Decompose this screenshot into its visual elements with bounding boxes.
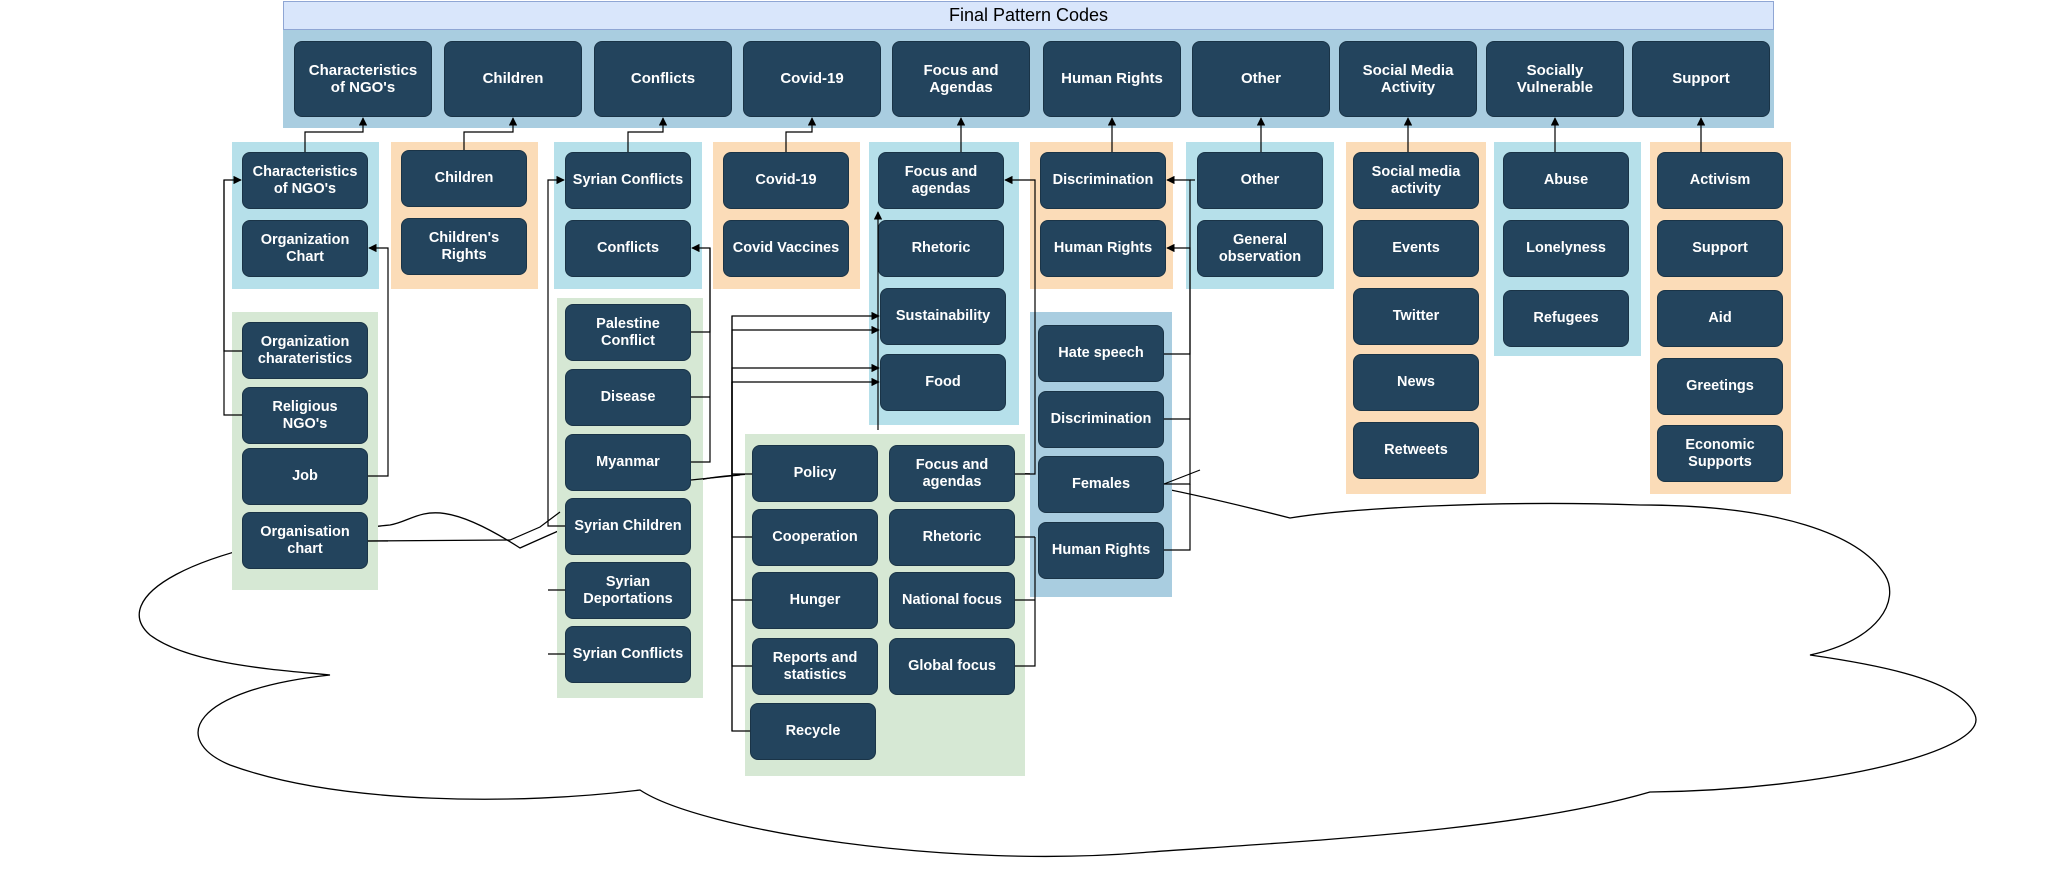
- initial-code-node: Organization charateristics: [242, 322, 368, 379]
- category-characteristics: Characteristics of NGO's: [294, 41, 432, 117]
- initial-code-node: Rhetoric: [889, 509, 1015, 566]
- subcode-node: Greetings: [1657, 358, 1783, 415]
- initial-code-node: Syrian Children: [565, 498, 691, 555]
- subcode-node: Lonelyness: [1503, 220, 1629, 277]
- initial-code-node: Job: [242, 448, 368, 505]
- initial-code-node: Females: [1038, 456, 1164, 513]
- initial-code-node: Recycle: [750, 703, 876, 760]
- subcode-node: Retweets: [1353, 422, 1479, 479]
- subcode-node: Food: [880, 354, 1006, 411]
- category-other: Other: [1192, 41, 1330, 117]
- initial-code-node: Policy: [752, 445, 878, 502]
- category-support: Support: [1632, 41, 1770, 117]
- initial-code-node: Global focus: [889, 638, 1015, 695]
- initial-code-node: Syrian Conflicts: [565, 626, 691, 683]
- initial-code-node: Cooperation: [752, 509, 878, 566]
- subcode-node: Children's Rights: [401, 218, 527, 275]
- subcode-node: News: [1353, 354, 1479, 411]
- initial-code-node: Discrimination: [1038, 391, 1164, 448]
- subcode-node: Covid-19: [723, 152, 849, 209]
- initial-code-node: Hate speech: [1038, 325, 1164, 382]
- subcode-node: Sustainability: [880, 288, 1006, 345]
- subcode-node: Conflicts: [565, 220, 691, 277]
- subcode-node: Aid: [1657, 290, 1783, 347]
- subcode-node: Events: [1353, 220, 1479, 277]
- category-socially-vulnerable: Socially Vulnerable: [1486, 41, 1624, 117]
- subcode-node: Abuse: [1503, 152, 1629, 209]
- subcode-node: Twitter: [1353, 288, 1479, 345]
- category-focus: Focus and Agendas: [892, 41, 1030, 117]
- subcode-node: Syrian Conflicts: [565, 152, 691, 209]
- initial-code-node: Focus and agendas: [889, 445, 1015, 502]
- subcode-node: Human Rights: [1040, 220, 1166, 277]
- category-human-rights: Human Rights: [1043, 41, 1181, 117]
- diagram-title: Final Pattern Codes: [283, 1, 1774, 30]
- category-conflicts: Conflicts: [594, 41, 732, 117]
- initial-code-node: National focus: [889, 572, 1015, 629]
- subcode-node: Discrimination: [1040, 152, 1166, 209]
- initial-code-node: Reports and statistics: [752, 638, 878, 695]
- subcode-node: General observation: [1197, 220, 1323, 277]
- subcode-node: Social media activity: [1353, 152, 1479, 209]
- subcode-node: Support: [1657, 220, 1783, 277]
- subcode-node: Focus and agendas: [878, 152, 1004, 209]
- initial-code-node: Syrian Deportations: [565, 562, 691, 619]
- subcode-node: Refugees: [1503, 290, 1629, 347]
- subcode-node: Organization Chart: [242, 220, 368, 277]
- initial-code-node: Hunger: [752, 572, 878, 629]
- subcode-node: Characteristics of NGO's: [242, 152, 368, 209]
- initial-code-node: Human Rights: [1038, 522, 1164, 579]
- initial-code-node: Disease: [565, 369, 691, 426]
- subcode-node: Other: [1197, 152, 1323, 209]
- initial-code-node: Religious NGO's: [242, 387, 368, 444]
- category-covid: Covid-19: [743, 41, 881, 117]
- subcode-node: Activism: [1657, 152, 1783, 209]
- subcode-node: Covid Vaccines: [723, 220, 849, 277]
- initial-code-node: Myanmar: [565, 434, 691, 491]
- subcode-node: Children: [401, 150, 527, 207]
- category-children: Children: [444, 41, 582, 117]
- initial-code-node: Palestine Conflict: [565, 304, 691, 361]
- subcode-node: Rhetoric: [878, 220, 1004, 277]
- category-social-media: Social Media Activity: [1339, 41, 1477, 117]
- initial-code-node: Organisation chart: [242, 512, 368, 569]
- subcode-node: Economic Supports: [1657, 425, 1783, 482]
